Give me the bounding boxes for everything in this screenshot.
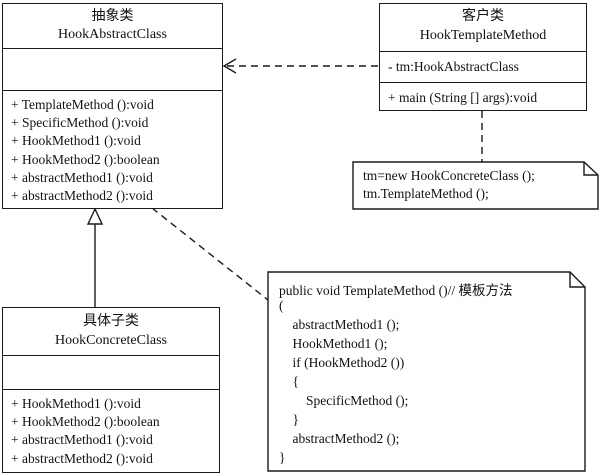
concrete-class-header: 具体子类 HookConcreteClass: [3, 308, 219, 356]
concrete-class-title-en: HookConcreteClass: [55, 333, 167, 348]
concrete-method: + HookMethod1 ():void: [11, 396, 141, 411]
concrete-class-title-cn: 具体子类: [83, 314, 139, 329]
dependency-arrow: [222, 58, 378, 74]
template-note-line: SpecificMethod ();: [279, 393, 409, 408]
note-shape: [267, 271, 586, 472]
concrete-method: + HookMethod2 ():boolean: [11, 414, 160, 430]
client-note-line: tm.TemplateMethod ();: [363, 186, 489, 201]
concrete-method: + abstractMethod1 ():void: [11, 432, 153, 448]
abstract-method: + TemplateMethod ():void: [11, 97, 154, 112]
concrete-method: + abstractMethod2 ():void: [11, 450, 153, 466]
abstract-class-methods: + TemplateMethod ():void + SpecificMetho…: [3, 91, 222, 205]
concrete-class-box: 具体子类 HookConcreteClass + HookMethod1 ():…: [2, 307, 220, 473]
template-note-link: [151, 207, 269, 301]
abstract-class-header: 抽象类 HookAbstractClass: [3, 4, 222, 49]
abstract-method: + abstractMethod2 ():void: [11, 188, 153, 204]
template-note-line: abstractMethod1 ();: [279, 317, 400, 332]
client-attribute: - tm:HookAbstractClass: [388, 59, 519, 74]
client-class-title-cn: 客户类: [462, 9, 504, 24]
client-method: + main (String [] args):void: [388, 90, 538, 105]
abstract-method: + HookMethod2 ():boolean: [11, 151, 160, 167]
template-note-line: abstractMethod2 ();: [279, 431, 400, 446]
abstract-method: + HookMethod1 ():void: [11, 133, 141, 149]
abstract-class-attributes: [3, 49, 222, 91]
template-note-line: if (HookMethod2 ()): [279, 355, 405, 370]
template-note-line: {: [279, 374, 299, 389]
template-note-line: public void TemplateMethod ()// 模板方法: [279, 283, 513, 298]
abstract-method: + SpecificMethod ():void: [11, 115, 149, 131]
client-class-methods: + main (String [] args):void: [380, 83, 586, 107]
template-note-line: }: [279, 412, 299, 427]
template-note-line: (: [279, 298, 284, 313]
template-note-line: }: [279, 450, 286, 465]
concrete-class-attributes: [3, 356, 219, 390]
client-class-box: 客户类 HookTemplateMethod - tm:HookAbstract…: [379, 3, 587, 111]
client-class-title-en: HookTemplateMethod: [419, 28, 547, 43]
abstract-class-title-en: HookAbstractClass: [58, 27, 167, 42]
abstract-class-title-cn: 抽象类: [91, 9, 134, 24]
abstract-method: + abstractMethod1 ():void: [11, 169, 153, 185]
concrete-class-methods: + HookMethod1 ():void + HookMethod2 ():b…: [3, 390, 219, 468]
client-note-line: tm=new HookConcreteClass ();: [363, 168, 535, 183]
client-class-attributes: - tm:HookAbstractClass: [380, 52, 586, 83]
note-shape: [352, 161, 599, 210]
client-note: tm=new HookConcreteClass (); tm.Template…: [352, 161, 600, 211]
generalization-arrow: [86, 207, 104, 307]
template-method-note: public void TemplateMethod ()// 模板方法 ( a…: [267, 271, 587, 473]
abstract-class-box: 抽象类 HookAbstractClass + TemplateMethod (…: [2, 3, 223, 209]
client-class-header: 客户类 HookTemplateMethod: [380, 4, 586, 52]
template-note-line: HookMethod1 ();: [279, 336, 388, 351]
